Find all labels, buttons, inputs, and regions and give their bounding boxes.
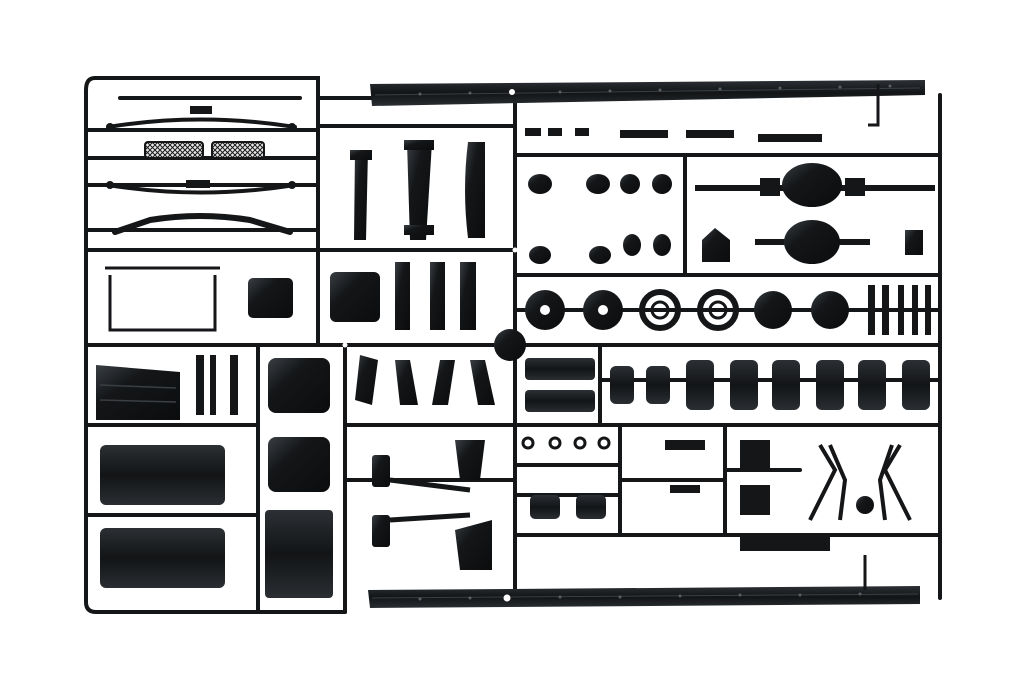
brackets-center (355, 355, 495, 405)
small-parts-row-1 (525, 128, 822, 142)
chassis-rail-top (370, 80, 925, 127)
bellows-lower (530, 495, 606, 519)
sprue-runners (84, 76, 942, 614)
valve-parts (665, 440, 830, 551)
grille-mesh-left (144, 141, 204, 159)
small-brackets-top (106, 106, 296, 189)
step-box (96, 365, 180, 420)
spring-hanger-brackets (372, 440, 492, 570)
lever-arms (389, 477, 471, 523)
spring-hangers (395, 262, 476, 330)
battery-box (248, 272, 380, 322)
grille-mesh-right (211, 141, 265, 159)
brake-discs-row (525, 289, 849, 331)
air-tanks (525, 358, 930, 412)
rear-axle-housing-1 (695, 163, 935, 207)
small-rings (521, 436, 611, 450)
hub-cap (494, 329, 526, 361)
air-bellows (528, 174, 672, 264)
round-knob (856, 496, 874, 514)
shock-absorbers (868, 285, 931, 335)
crossmember-parts (350, 140, 485, 240)
chassis-rail-bottom (368, 555, 920, 608)
gate-points (342, 247, 518, 348)
mirror-heads (265, 358, 333, 598)
pedal-parts (196, 355, 238, 415)
front-axle-beam (106, 117, 297, 235)
rear-axle-housing-2 (755, 220, 870, 264)
fuel-tank-lower (100, 528, 225, 588)
small-housing (702, 228, 923, 262)
fuel-tank-upper (100, 445, 225, 505)
pedal-assemblies (808, 443, 912, 521)
battery-box-frame (105, 266, 220, 332)
